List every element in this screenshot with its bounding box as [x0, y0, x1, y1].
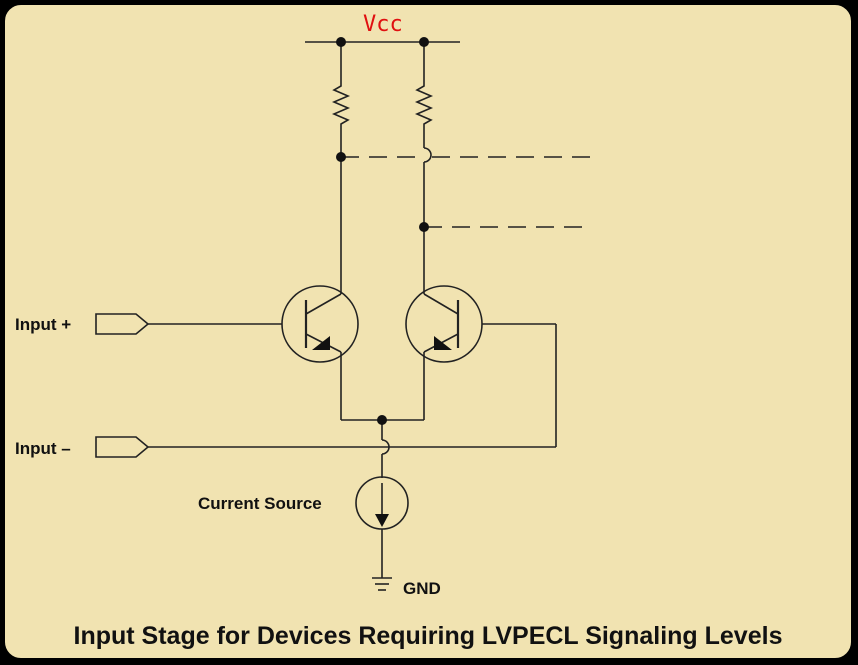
emitter-arrow-right-icon: [434, 336, 452, 350]
input-plus-label: Input +: [15, 315, 71, 334]
junction-dots: [336, 37, 429, 425]
emitter-arrow-left-icon: [312, 336, 330, 350]
ground-icon: [372, 577, 392, 591]
npn-transistor-right-icon: [405, 285, 483, 420]
current-source-label: Current Source: [198, 494, 322, 513]
npn-transistor-left-icon: [281, 285, 359, 420]
ground-label: GND: [403, 579, 441, 598]
vcc-label: Vcc: [363, 12, 403, 37]
diagram-panel: [3, 3, 853, 660]
resistor-left-icon: [331, 80, 351, 128]
diagram-caption: Input Stage for Devices Requiring LVPECL…: [74, 622, 783, 650]
resistor-right-icon: [414, 80, 434, 128]
current-arrow-icon: [375, 514, 389, 527]
input-minus-port-icon: [95, 436, 150, 458]
input-plus-port-icon: [95, 313, 150, 335]
input-minus-label: Input –: [15, 439, 71, 458]
